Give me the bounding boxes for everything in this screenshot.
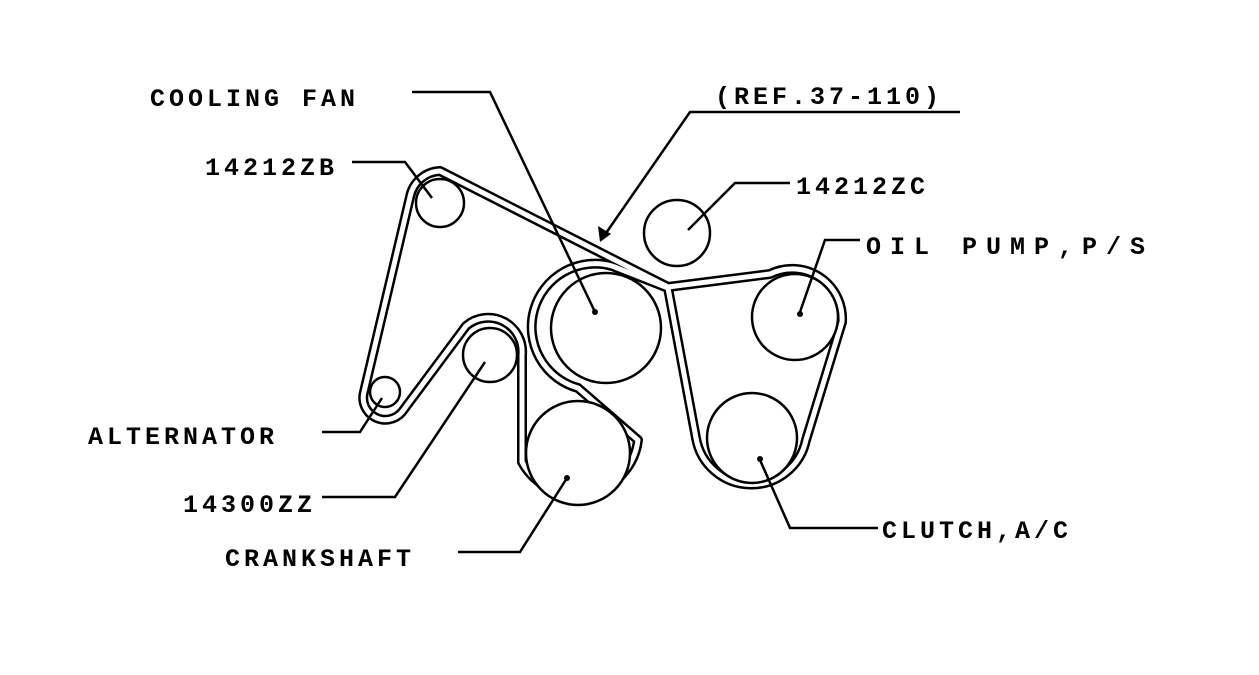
pulley-cooling-fan xyxy=(549,271,663,385)
pulley-clutch xyxy=(705,391,799,485)
pulley-14300zz xyxy=(461,326,519,384)
label-14212zb: 14212ZB xyxy=(205,154,338,183)
label-alternator: ALTERNATOR xyxy=(88,423,278,452)
label-clutch: CLUTCH,A/C xyxy=(882,517,1072,546)
arrowhead-icon xyxy=(598,226,611,242)
pulley-oil-pump xyxy=(750,272,840,362)
pulley-alternator xyxy=(368,375,402,409)
leader-lines xyxy=(322,90,960,554)
label-14212zc: 14212ZC xyxy=(796,173,929,202)
pulley-14212zc xyxy=(642,198,712,268)
label-ref: (REF.37-110) xyxy=(715,83,943,112)
label-14300zz: 14300ZZ xyxy=(183,491,316,520)
pulley-crankshaft xyxy=(524,399,632,507)
drive-belt xyxy=(358,166,848,500)
label-cooling-fan: COOLING FAN xyxy=(150,85,359,114)
label-oil-pump: OIL PUMP,P/S xyxy=(866,233,1154,262)
label-crankshaft: CRANKSHAFT xyxy=(225,545,415,574)
